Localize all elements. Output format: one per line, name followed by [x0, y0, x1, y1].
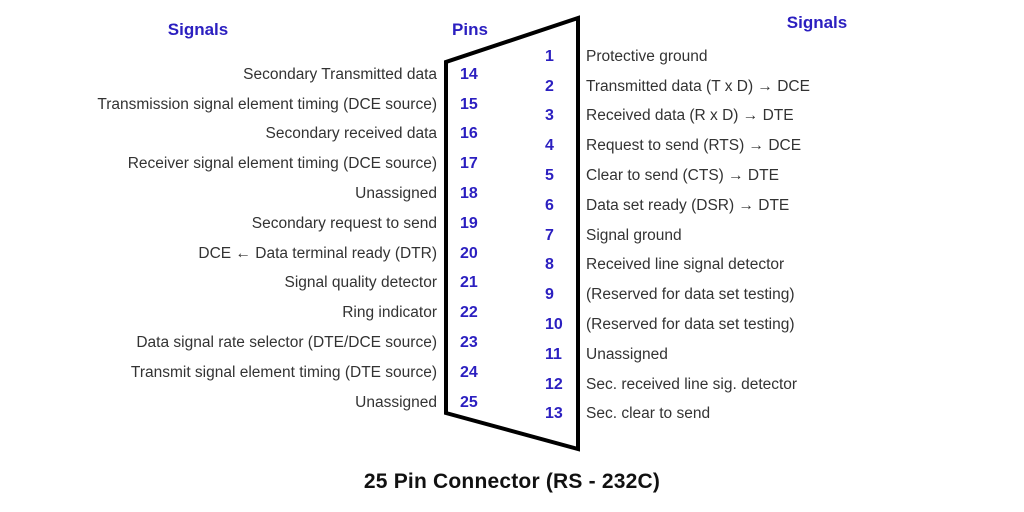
pin-number: 3 [545, 107, 554, 125]
pin-number: 16 [460, 125, 478, 143]
pin-number: 4 [545, 137, 554, 155]
signal-label: Received data (R x D) → DTE [586, 107, 794, 125]
pin-number: 10 [545, 316, 563, 334]
pin-number: 19 [460, 214, 478, 232]
pin-number: 11 [545, 345, 562, 363]
pin-number: 14 [460, 65, 478, 83]
signal-label: Unassigned [355, 185, 437, 203]
pin-number: 22 [460, 304, 478, 322]
pin-number: 8 [545, 256, 554, 274]
pin-number: 2 [545, 77, 554, 95]
signal-label: Unassigned [355, 393, 437, 411]
left-pins-column: 14 15 16 17 18 19 20 21 22 23 24 25 [460, 60, 500, 418]
signal-label: Unassigned [586, 345, 668, 363]
signal-label: Sec. clear to send [586, 405, 711, 423]
signal-label: Secondary received data [265, 125, 437, 143]
pin-number: 24 [460, 363, 478, 381]
signal-label: Received line signal detector [586, 256, 785, 274]
pin-number: 25 [460, 393, 478, 411]
pin-number: 21 [460, 274, 478, 292]
pin-number: 23 [460, 334, 478, 352]
signal-label: Secondary Transmitted data [243, 65, 437, 83]
pin-number: 18 [460, 185, 478, 203]
pin-number: 5 [545, 167, 554, 185]
pin-number: 9 [545, 286, 554, 304]
diagram-title: 25 Pin Connector (RS - 232C) [363, 470, 661, 493]
signal-label: Sec. received line sig. detector [586, 375, 798, 393]
signal-label: (Reserved for data set testing) [586, 316, 795, 334]
signal-label: Signal ground [586, 226, 682, 244]
pins-header: Pins [452, 20, 488, 39]
pin-number: 7 [545, 226, 554, 244]
pin-number: 12 [545, 375, 563, 393]
signal-label: Clear to send (CTS) → DTE [586, 167, 779, 185]
signal-label: Ring indicator [342, 304, 437, 322]
signal-label: Secondary request to send [251, 214, 437, 232]
signal-label: Data set ready (DSR) → DTE [586, 196, 790, 214]
signal-label: Protective ground [586, 47, 708, 65]
pin-number: 13 [545, 405, 563, 423]
left-signals-header: Signals [167, 20, 229, 39]
right-signals-header: Signals [786, 13, 848, 32]
signal-label: Receiver signal element timing (DCE sour… [127, 155, 437, 173]
signal-label: Transmission signal element timing (DCE … [97, 95, 437, 113]
pin-number: 1 [545, 47, 554, 65]
pin-number: 6 [545, 196, 554, 214]
signal-label: Transmit signal element timing (DTE sour… [130, 363, 437, 381]
pin-number: 20 [460, 244, 478, 262]
pin-number: 17 [460, 155, 478, 173]
signal-label: Transmitted data (T x D) → DCE [586, 77, 810, 95]
signal-label: Request to send (RTS) → DCE [586, 137, 802, 155]
signal-label: Data signal rate selector (DTE/DCE sourc… [136, 334, 437, 352]
signal-label: Signal quality detector [284, 274, 437, 292]
signal-label: DCE ← Data terminal ready (DTR) [198, 244, 437, 262]
signal-label: (Reserved for data set testing) [586, 286, 795, 304]
pin-number: 15 [460, 95, 478, 113]
connector-trapezoid [444, 15, 580, 452]
